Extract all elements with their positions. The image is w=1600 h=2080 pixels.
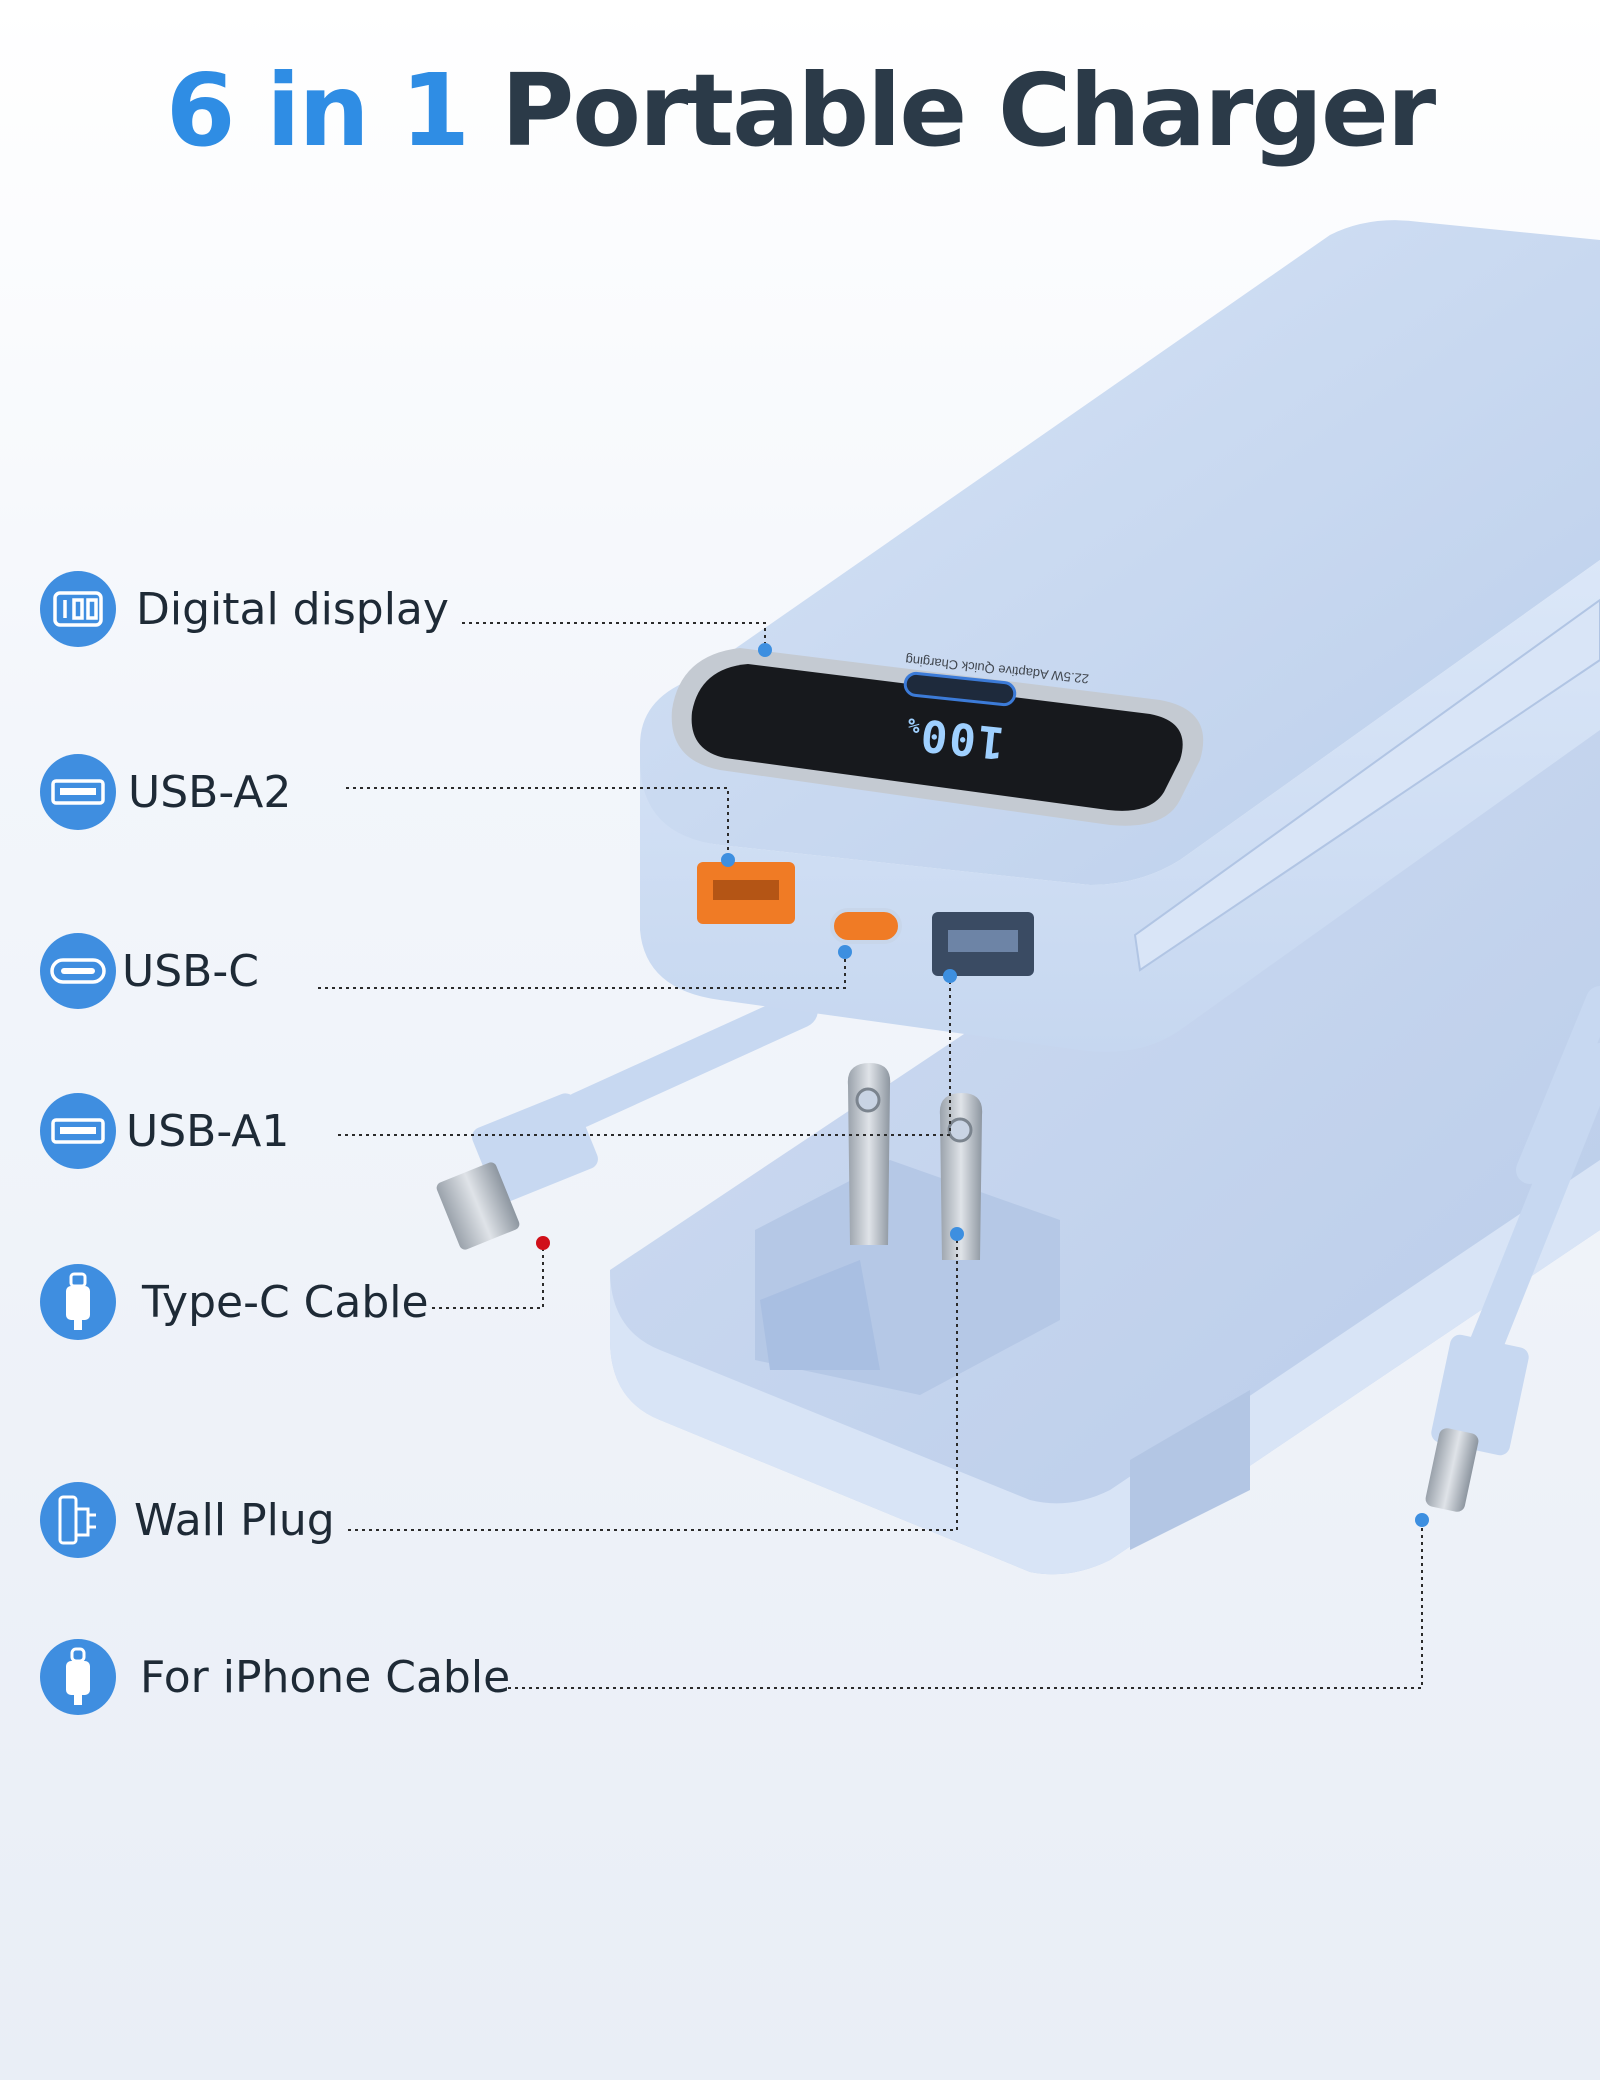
feature-digital-display: Digital display (40, 571, 449, 647)
feature-label: Wall Plug (134, 1494, 335, 1546)
title-main: Portable Charger (500, 52, 1436, 169)
feature-label: USB-A1 (126, 1105, 290, 1157)
feature-label: For iPhone Cable (140, 1651, 511, 1703)
usb-c-port-icon (40, 933, 116, 1009)
usb-a-port-icon (40, 1093, 116, 1169)
digital-display-icon (40, 571, 116, 647)
feature-wall-plug: Wall Plug (40, 1482, 335, 1558)
type-c-tip-dot (536, 1236, 550, 1250)
feature-type-c-cable: Type-C Cable (40, 1264, 429, 1340)
feature-label: USB-C (122, 945, 259, 997)
usb-c-port (830, 908, 902, 944)
upper-unit (640, 220, 1600, 1052)
wall-plug-icon (40, 1482, 116, 1558)
feature-label: USB-A2 (128, 766, 292, 818)
lower-unit (610, 720, 1600, 1575)
battery-percent-value: 100 (916, 708, 1007, 769)
lightning-cable-icon (40, 1639, 116, 1715)
type-c-cable-icon (40, 1264, 116, 1340)
feature-usb-a2: USB-A2 (40, 754, 291, 830)
battery-percent-unit: % (904, 712, 922, 739)
feature-usb-a1: USB-A1 (40, 1093, 289, 1169)
type-c-cable (436, 992, 818, 1250)
feature-label: Digital display (136, 583, 449, 635)
feature-usb-c: USB-C (40, 933, 259, 1009)
wall-plug-prongs (847, 1063, 983, 1260)
title-accent: 6 in 1 (165, 52, 470, 169)
feature-iphone-cable: For iPhone Cable (40, 1639, 510, 1715)
lightning-cable (1425, 986, 1600, 1512)
usb-a-port-icon (40, 754, 116, 830)
leader-lines (318, 622, 1423, 1689)
leader-dots (721, 643, 1429, 1527)
display-readout: 100% (903, 707, 1007, 768)
feature-label: Type-C Cable (142, 1276, 429, 1328)
page-title: 6 in 1 Portable Charger (0, 52, 1600, 169)
